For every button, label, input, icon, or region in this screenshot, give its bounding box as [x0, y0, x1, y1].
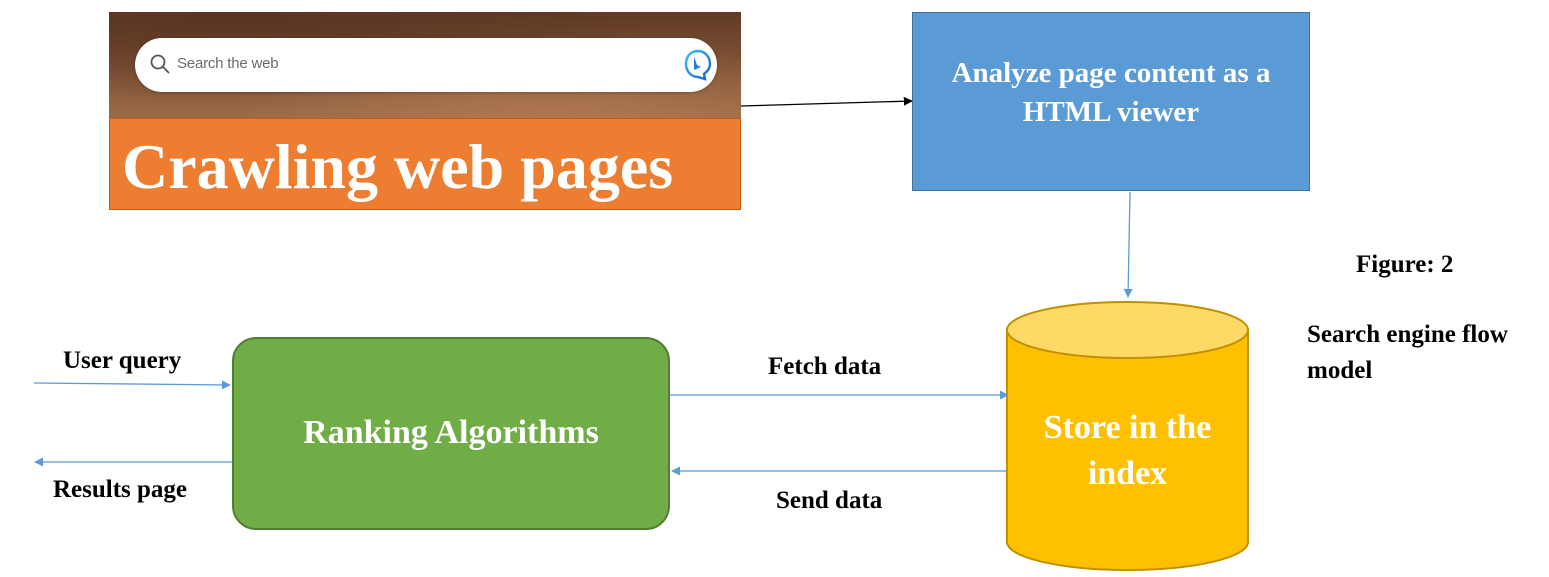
crawl-node: Search the web Crawling web pages	[109, 12, 741, 210]
figure-label: Figure: 2	[1356, 251, 1454, 278]
analyze-node: Analyze page content as a HTML viewer	[912, 12, 1310, 191]
analyze-label: Analyze page content as a HTML viewer	[951, 57, 1271, 128]
edge-analyze-to-index	[1123, 191, 1133, 298]
ranking-label: Ranking Algorithms	[303, 413, 599, 451]
index-label: Store in the index	[1043, 409, 1212, 492]
results-page-label: Results page	[53, 476, 188, 503]
fetch-data-label: Fetch data	[768, 353, 882, 380]
bing-icon[interactable]	[683, 48, 713, 82]
edge-crawl-to-analyze	[740, 96, 913, 107]
crawl-title: Crawling web pages	[122, 131, 674, 202]
index-node	[1006, 301, 1249, 571]
search-placeholder: Search the web	[177, 55, 279, 72]
figure-caption: Search engine flow model	[1307, 321, 1508, 384]
crawl-title-box: Crawling web pages	[109, 118, 741, 210]
send-data-label: Send data	[776, 487, 883, 514]
search-input[interactable]: Search the web	[135, 38, 717, 92]
ranking-node: Ranking Algorithms	[232, 337, 670, 530]
user-query-label: User query	[63, 347, 182, 374]
edge-user-query	[33, 380, 231, 390]
search-banner: Search the web	[109, 12, 741, 118]
search-icon	[150, 54, 170, 74]
